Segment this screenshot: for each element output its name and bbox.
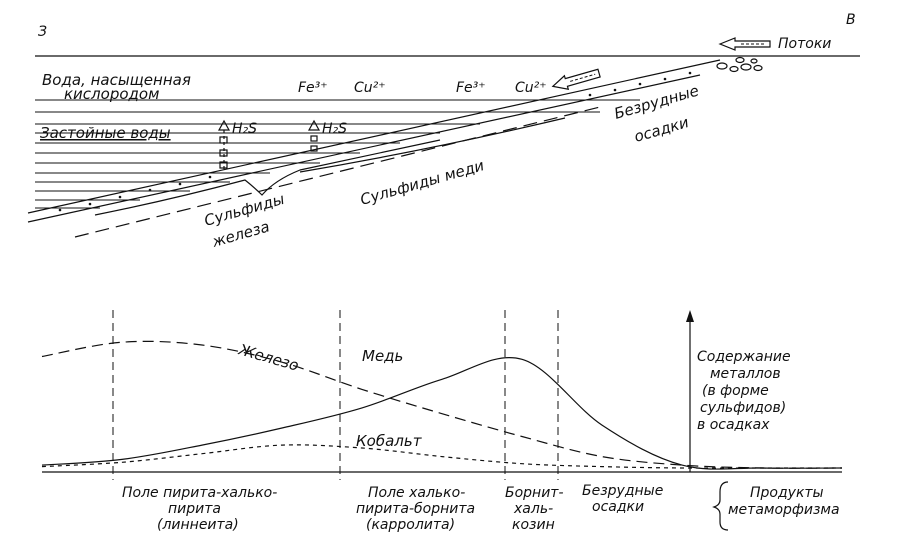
zone-label-chalcopyrite: пирита-борнита [356, 501, 475, 517]
copper-sulfides-label: Сульфиды меди [358, 156, 486, 209]
stagnant-water-label: Застойные воды [40, 124, 171, 142]
seafloor-lower-line [27, 74, 701, 223]
metamorphism-brace [712, 481, 729, 531]
content-axis-label: Содержание металлов (в форме сульфидов) … [697, 349, 791, 433]
shore-gravel [716, 56, 763, 73]
zone-label-chalcopyrite: Поле халько- [368, 485, 465, 501]
h2s-bubbles-left [217, 119, 231, 172]
iron-curve-label: Железо [236, 340, 301, 374]
zone-label-pyrite: (линнеита) [157, 517, 239, 533]
zone-label-bornite: халь- [513, 501, 553, 517]
zone-label-barren: Безрудные [582, 483, 663, 499]
corner-east-label: В [846, 12, 856, 28]
cobalt-curve-label: Кобальт [356, 432, 423, 450]
currents-label: Потоки [778, 36, 831, 52]
content-axis-arrowhead [686, 310, 694, 322]
seafloor-upper-line [27, 59, 721, 214]
metal-content-graph: Железо Медь Кобальт Содержание металлов … [41, 310, 843, 533]
zone-dividers [112, 310, 559, 480]
sediment-dots [58, 71, 692, 212]
barren-sediments-label-2: осадки [632, 113, 691, 146]
zone-label-pyrite: пирита [168, 501, 221, 517]
oxygen-water-label-1: Вода, насыщенная [42, 71, 191, 89]
axis-label-line: Содержание [697, 349, 791, 365]
zone-label-pyrite: Поле пирита-халько- [122, 485, 277, 501]
cobalt-curve [41, 444, 842, 469]
oxygen-water-label-2: кислородом [64, 85, 159, 103]
copper-curve-label: Медь [362, 347, 403, 365]
h2s-label-right: H₂S [322, 121, 347, 137]
ion-fe-left: Fe³⁺ [298, 80, 328, 96]
currents-arrow [718, 37, 771, 51]
zone-label-metamorphism: Продукты [750, 485, 824, 501]
zone-labels: Поле пирита-халько- пирита (линнеита) По… [122, 481, 840, 533]
subsurface-dashed-line [74, 106, 601, 238]
axis-label-line: сульфидов) [700, 400, 786, 416]
zone-label-barren: осадки [592, 499, 644, 515]
zone-label-bornite: козин [512, 517, 555, 533]
axis-label-line: металлов [710, 366, 781, 382]
axis-label-line: (в форме [702, 383, 769, 399]
barren-sediments-label-1: Безрудные [612, 82, 701, 123]
water-layer-lines [35, 99, 640, 209]
h2s-label-left: H₂S [232, 121, 257, 137]
iron-sulfides-brace [94, 139, 441, 216]
copper-sulfides-brace [299, 117, 566, 173]
zone-label-bornite: Борнит- [505, 485, 564, 501]
iron-curve [41, 340, 843, 469]
zone-label-metamorphism: метаморфизма [728, 502, 840, 518]
zone-label-chalcopyrite: (карролита) [366, 517, 455, 533]
cross-section: З В Потоки Вода, насыщенная кислородом З… [27, 12, 860, 251]
ion-cu-left: Cu²⁺ [354, 80, 386, 96]
ion-cu-right: Cu²⁺ [515, 80, 547, 96]
h2s-bubbles-right [307, 119, 321, 152]
axis-label-line: в осадках [697, 417, 770, 433]
cu-flow-arrow [551, 68, 601, 90]
corner-west-label: З [38, 24, 47, 40]
ion-fe-right: Fe³⁺ [456, 80, 486, 96]
